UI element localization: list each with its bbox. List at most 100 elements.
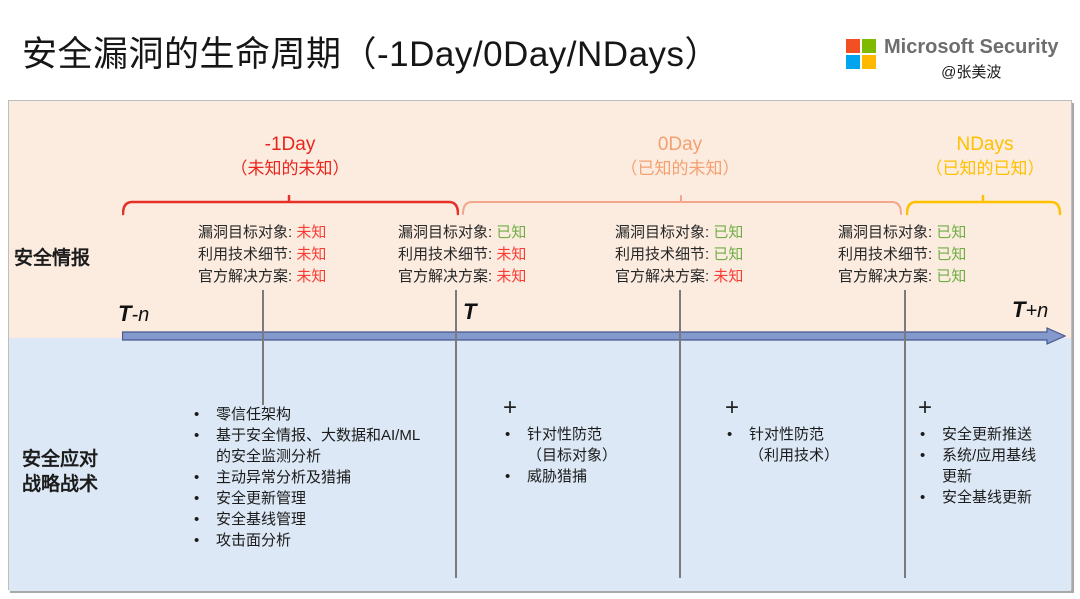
intel-column-2: 漏洞目标对象: 已知 利用技术细节: 未知 官方解决方案: 未知 [398, 222, 526, 288]
lifecycle-diagram [8, 100, 1072, 591]
list-item: 更新 [918, 466, 1036, 487]
intel-field-value: 已知 [936, 224, 967, 241]
intel-row: 利用技术细节: 未知 [398, 244, 526, 266]
t-offset: -n [131, 304, 150, 326]
intel-field-label: 漏洞目标对象: [838, 224, 933, 241]
list-item: •安全基线管理 [194, 511, 307, 528]
bullet-icon [503, 445, 527, 466]
intel-field-value: 已知 [713, 246, 744, 263]
list-item: •安全更新管理 [194, 490, 307, 507]
list-item: （目标对象） [503, 445, 617, 466]
plus-sign: + [503, 394, 518, 421]
intel-field-label: 漏洞目标对象: [398, 224, 493, 241]
phase-label-0day: 0Day （已知的未知） [570, 133, 790, 180]
list-item: •主动异常分析及猎捕 [194, 469, 352, 486]
response-label-line2: 战略战术 [22, 474, 99, 495]
timeline-label-t: T [463, 299, 476, 325]
list-item: （利用技术） [725, 445, 839, 466]
phase-label-minus1day: -1Day （未知的未知） [180, 133, 400, 180]
response-label-line1: 安全应对 [22, 449, 99, 470]
bullet-icon: • [727, 426, 733, 443]
list-item: •威胁猎捕 [505, 468, 588, 485]
bullet-icon: • [920, 426, 926, 443]
bullet-icon: • [505, 468, 511, 485]
response-band [9, 338, 1071, 591]
list-item: •基于安全情报、大数据和AI/ML [194, 427, 421, 444]
microsoft-security-logo: Microsoft Security @张美波 [846, 36, 1058, 82]
intel-row: 官方解决方案: 未知 [398, 266, 526, 288]
plus-sign: + [918, 394, 933, 421]
brace-minus1day [122, 195, 459, 216]
intel-field-value: 未知 [296, 268, 327, 285]
response-column-3: + •针对性防范 （利用技术） [725, 396, 839, 466]
t-symbol: T [118, 301, 132, 326]
phase-0day-subtitle: （已知的未知） [620, 158, 740, 178]
intel-field-value: 已知 [936, 268, 967, 285]
plus-sign: + [725, 394, 740, 421]
page-title: 安全漏洞的生命周期（-1Day/0Day/NDays） [22, 35, 721, 74]
intel-field-label: 利用技术细节: [398, 246, 493, 263]
divider-line-2 [455, 290, 457, 578]
intel-row: 利用技术细节: 未知 [198, 244, 326, 266]
bullet-icon [725, 445, 749, 466]
section-label-intel: 安全情报 [14, 248, 91, 269]
list-item: •攻击面分析 [194, 532, 292, 549]
intel-field-value: 未知 [496, 268, 527, 285]
divider-line-4 [904, 290, 906, 578]
divider-line-3 [679, 290, 681, 578]
intel-field-label: 官方解决方案: [198, 268, 293, 285]
timeline-label-t-plus-n: T+n [1012, 297, 1048, 323]
phase-ndays-title: NDays [956, 134, 1014, 155]
brace-0day [462, 195, 902, 215]
intel-field-value: 未知 [296, 246, 327, 263]
microsoft-logo-icon [846, 39, 876, 69]
intel-row: 漏洞目标对象: 已知 [615, 222, 743, 244]
intel-field-label: 利用技术细节: [198, 246, 293, 263]
ms-square-yellow [862, 55, 876, 69]
list-item: •针对性防范 [505, 426, 603, 443]
bullet-icon: • [920, 489, 926, 506]
phase-label-ndays: NDays （已知的已知） [875, 133, 1080, 180]
intel-field-value: 已知 [713, 224, 744, 241]
divider-line-1 [262, 290, 264, 405]
intel-field-label: 漏洞目标对象: [198, 224, 293, 241]
intel-row: 漏洞目标对象: 已知 [398, 222, 526, 244]
intel-field-value: 已知 [936, 246, 967, 263]
bullet-icon: • [505, 426, 511, 443]
intel-column-3: 漏洞目标对象: 已知 利用技术细节: 已知 官方解决方案: 未知 [615, 222, 743, 288]
intel-row: 漏洞目标对象: 已知 [838, 222, 966, 244]
bullet-icon [918, 466, 942, 487]
t-symbol: T [1012, 297, 1026, 322]
list-item: •零信任架构 [194, 406, 292, 423]
intel-column-1: 漏洞目标对象: 未知 利用技术细节: 未知 官方解决方案: 未知 [198, 222, 326, 288]
phase-minus1day-title: -1Day [264, 134, 316, 155]
list-item: •安全更新推送 [920, 426, 1033, 443]
intel-field-value: 未知 [713, 268, 744, 285]
phase-ndays-subtitle: （已知的已知） [925, 158, 1045, 178]
ms-square-green [862, 39, 876, 53]
bullet-icon: • [194, 490, 200, 507]
list-item: 的安全监测分析 [192, 446, 420, 467]
intel-row: 利用技术细节: 已知 [615, 244, 743, 266]
list-item: •针对性防范 [727, 426, 825, 443]
brand-name: Microsoft Security [884, 36, 1059, 58]
ms-square-red [846, 39, 860, 53]
intel-field-label: 官方解决方案: [838, 268, 933, 285]
intel-field-label: 官方解决方案: [615, 268, 710, 285]
intel-field-value: 未知 [496, 246, 527, 263]
t-symbol: T [463, 299, 477, 324]
brace-ndays [906, 195, 1062, 216]
intel-row: 官方解决方案: 未知 [198, 266, 326, 288]
intel-field-label: 漏洞目标对象: [615, 224, 710, 241]
ms-square-blue [846, 55, 860, 69]
intel-column-4: 漏洞目标对象: 已知 利用技术细节: 已知 官方解决方案: 已知 [838, 222, 966, 288]
bullet-icon: • [194, 427, 200, 444]
intel-field-value: 已知 [496, 224, 527, 241]
bullet-icon: • [194, 406, 200, 423]
author-handle: @张美波 [941, 64, 1002, 81]
response-column-2: + •针对性防范 （目标对象） •威胁猎捕 [503, 396, 617, 487]
bullet-icon [192, 446, 216, 467]
phase-minus1day-subtitle: （未知的未知） [230, 158, 350, 178]
bullet-icon: • [194, 469, 200, 486]
